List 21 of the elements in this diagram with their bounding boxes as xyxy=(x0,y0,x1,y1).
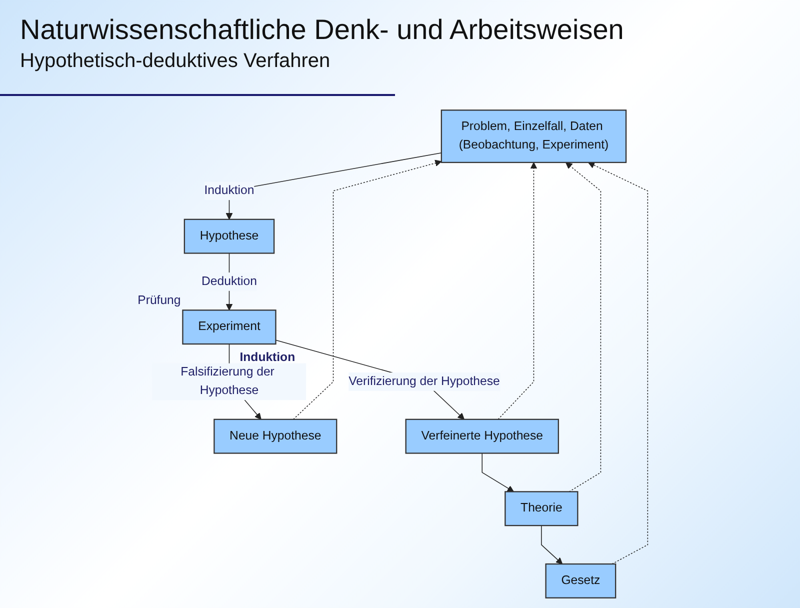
arrow xyxy=(292,160,442,420)
arrow xyxy=(588,162,648,564)
node-box: Problem, Einzelfall, Daten (Beobachtung, Experiment) xyxy=(440,110,627,164)
arrow xyxy=(482,452,514,492)
edge-label: Verifizierung der Hypothese xyxy=(348,374,500,388)
node-box: Neue Hypothese xyxy=(214,418,338,454)
note-text: Induktion xyxy=(240,350,296,365)
node-box: Gesetz xyxy=(545,563,616,598)
edge-label: Deduktion xyxy=(202,274,257,288)
node-box: Experiment xyxy=(182,310,276,345)
edge-label: Induktion xyxy=(204,184,254,198)
title: Naturwissenschaftliche Denk- und Arbeitsweisen xyxy=(20,14,624,46)
node-box: Theorie xyxy=(504,491,578,526)
node-note: Prüfung xyxy=(138,293,181,308)
arrow xyxy=(498,162,538,420)
subtitle: Hypothetisch-deduktives Verfahren xyxy=(20,50,332,73)
arrow xyxy=(566,162,602,492)
node-box: Verfeinerte Hypothese xyxy=(405,418,559,454)
arrow xyxy=(541,525,563,564)
node-box: Hypothese xyxy=(184,218,275,254)
edge-label: Falsifizierung der Hypothese xyxy=(180,366,274,398)
